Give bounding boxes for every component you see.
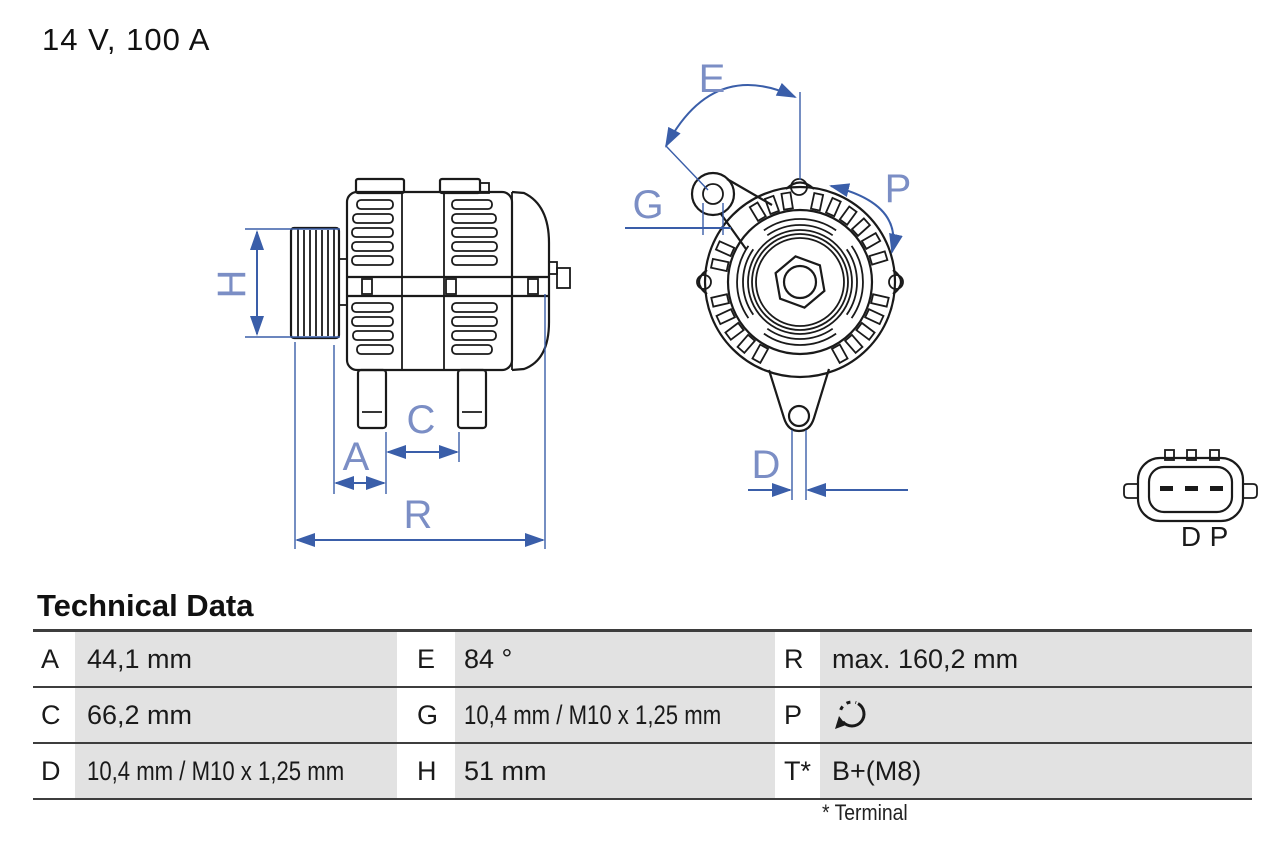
dimension-e: E bbox=[665, 57, 801, 191]
dim-label-c: C bbox=[407, 398, 436, 442]
param-label: A bbox=[41, 643, 60, 674]
connector-label-d: D bbox=[1181, 521, 1201, 552]
bottom-lug bbox=[767, 368, 831, 433]
dimension-d: D bbox=[748, 430, 908, 500]
dimension-a: A bbox=[333, 345, 387, 494]
connector-pin bbox=[1185, 486, 1198, 491]
connector-drawing: D P bbox=[1123, 449, 1258, 552]
technical-data-heading: Technical Data bbox=[37, 588, 254, 623]
page-title: 14 V, 100 A bbox=[42, 22, 211, 57]
param-label: C bbox=[41, 699, 61, 730]
shaft-nut bbox=[774, 255, 826, 309]
mounting-lugs bbox=[356, 368, 488, 430]
param-value: max. 160,2 mm bbox=[820, 632, 1252, 686]
param-value bbox=[820, 688, 1252, 742]
param-value: 84 ° bbox=[455, 632, 775, 686]
dim-label-d: D bbox=[752, 443, 781, 487]
terminal-footnote: * Terminal bbox=[822, 800, 919, 826]
param-value: 10,4 mm / M10 x 1,25 mm bbox=[75, 744, 397, 798]
table-row: C 66,2 mm G 10,4 mm / M10 x 1,25 mm P bbox=[33, 688, 1252, 744]
param-label: P bbox=[784, 699, 803, 730]
dimension-h: H bbox=[210, 228, 340, 338]
technical-data-table: A 44,1 mm E 84 ° R max. 160,2 mm C 66,2 … bbox=[33, 629, 1252, 800]
param-value: 51 mm bbox=[455, 744, 775, 798]
dimension-p: P bbox=[829, 167, 912, 254]
dim-label-r: R bbox=[404, 493, 433, 537]
dim-label-a: A bbox=[343, 435, 370, 479]
table-row: D 10,4 mm / M10 x 1,25 mm H 51 mm T* B+(… bbox=[33, 744, 1252, 800]
pulley bbox=[289, 226, 348, 340]
cooling-fins-right bbox=[451, 199, 498, 355]
rotation-direction-icon bbox=[835, 700, 866, 729]
param-label: T* bbox=[784, 755, 811, 786]
param-value: 10,4 mm / M10 x 1,25 mm bbox=[455, 688, 775, 742]
housing bbox=[345, 177, 571, 372]
dim-label-g: G bbox=[632, 183, 663, 227]
param-label: E bbox=[417, 643, 436, 674]
dimension-g: G bbox=[625, 183, 731, 235]
param-value-text: 10,4 mm / M10 x 1,25 mm bbox=[87, 755, 345, 786]
param-value-text: 10,4 mm / M10 x 1,25 mm bbox=[464, 699, 722, 730]
dim-label-p: P bbox=[885, 167, 912, 211]
param-value: B+(M8) bbox=[820, 744, 1252, 798]
connector-label-p: P bbox=[1210, 521, 1229, 552]
param-label: D bbox=[41, 755, 61, 786]
top-left-ear bbox=[690, 171, 773, 250]
alternator-technical-drawing: H A C R bbox=[210, 57, 1258, 552]
param-value: 66,2 mm bbox=[75, 688, 397, 742]
param-label: G bbox=[417, 699, 439, 730]
cooling-fins-left bbox=[351, 199, 394, 355]
param-value: 44,1 mm bbox=[75, 632, 397, 686]
dimension-r: R bbox=[294, 294, 546, 549]
front-view-drawing: E G P D bbox=[625, 57, 911, 500]
connector-pin bbox=[1160, 486, 1173, 491]
connector-pin bbox=[1210, 486, 1223, 491]
dim-label-h: H bbox=[210, 270, 254, 299]
terminal-footnote-text: * Terminal bbox=[822, 800, 908, 825]
param-label: R bbox=[784, 643, 804, 674]
side-view-drawing: H A C R bbox=[210, 177, 571, 549]
dim-label-e: E bbox=[699, 57, 726, 101]
dimension-c: C bbox=[386, 398, 460, 462]
param-label: H bbox=[417, 755, 437, 786]
table-row: A 44,1 mm E 84 ° R max. 160,2 mm bbox=[33, 632, 1252, 688]
